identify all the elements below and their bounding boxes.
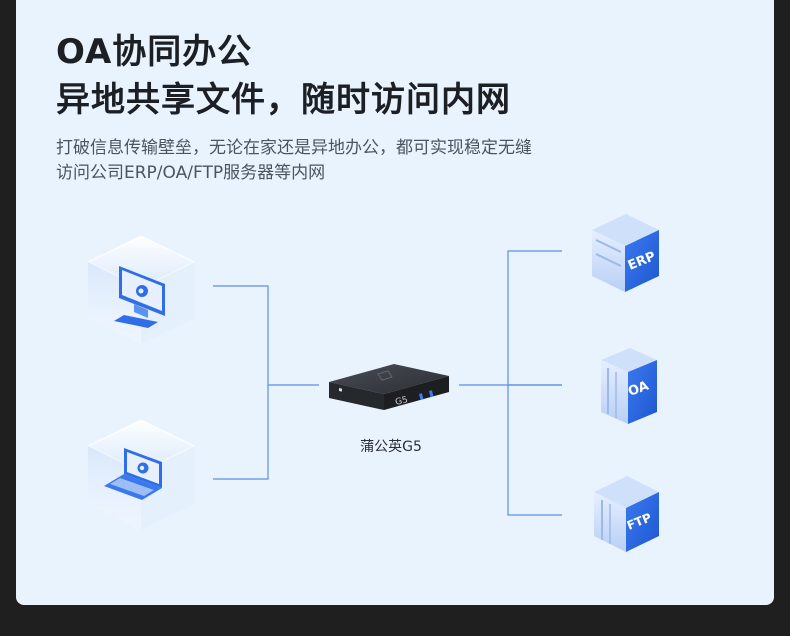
subtitle-line2: 访问公司ERP/OA/FTP服务器等内网 bbox=[56, 163, 326, 183]
device-mark: G5 bbox=[394, 395, 409, 408]
network-diagram: G5 ERP OA FTP bbox=[86, 214, 659, 552]
desktop-computer-icon bbox=[114, 266, 165, 328]
connection-lines bbox=[213, 250, 562, 516]
page-title-line2: 异地共享文件，随时访问内网 bbox=[56, 80, 511, 120]
ftp-server-node: FTP bbox=[594, 476, 659, 552]
erp-server-node: ERP bbox=[592, 214, 659, 292]
desktop-client-node bbox=[86, 235, 196, 344]
page-title: OA协同办公 bbox=[56, 32, 253, 72]
oa-server-label: OA bbox=[626, 379, 651, 400]
center-device-label: 蒲公英G5 bbox=[360, 439, 422, 455]
feature-card: OA协同办公 异地共享文件，随时访问内网 打破信息传输壁垒，无论在家还是异地办公… bbox=[16, 0, 774, 605]
client-bracket-line bbox=[213, 285, 269, 480]
laptop-client-node bbox=[86, 419, 196, 530]
pgy-g5-device: G5 bbox=[329, 364, 449, 410]
subtitle-line1: 打破信息传输壁垒，无论在家还是异地办公，都可实现稳定无缝 bbox=[56, 138, 532, 158]
oa-server-node: OA bbox=[601, 348, 657, 424]
laptop-computer-icon bbox=[104, 448, 162, 500]
server-bracket-line bbox=[507, 250, 562, 516]
